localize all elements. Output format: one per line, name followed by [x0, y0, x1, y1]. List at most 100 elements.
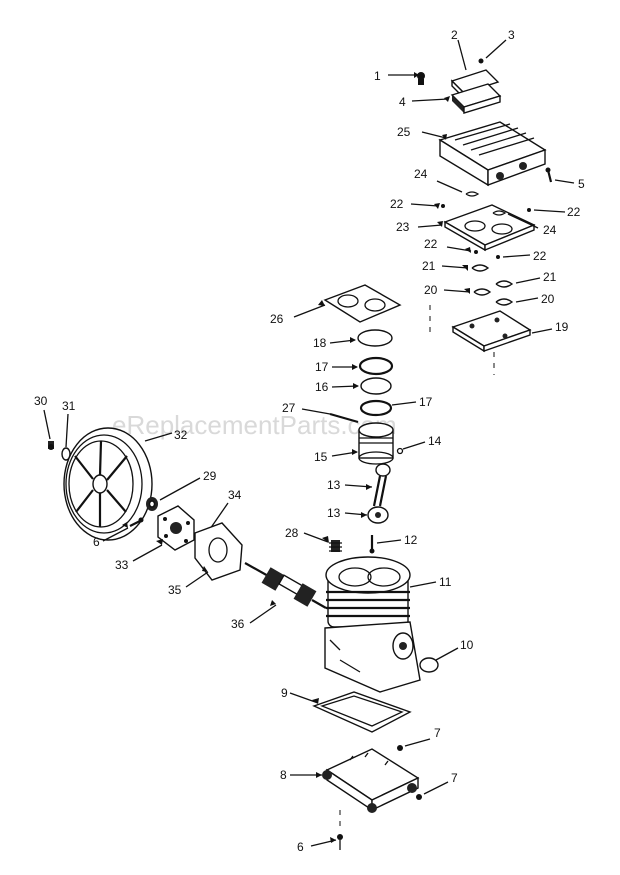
- label-30: 30: [34, 394, 48, 408]
- part-17-ring-lower: [359, 399, 393, 417]
- part-11-cylinder: [325, 556, 411, 628]
- part-18-ring: [357, 329, 393, 347]
- leader-22b: [533, 209, 566, 213]
- label-36: 36: [231, 617, 245, 631]
- part-16-ring: [360, 377, 392, 395]
- part-21-reed-left: [471, 264, 490, 272]
- label-3: 3: [508, 28, 515, 42]
- part-17-ring-upper: [358, 356, 394, 376]
- leader-3: [485, 39, 507, 59]
- label-22a: 22: [390, 197, 404, 211]
- leader-24b: [507, 213, 539, 229]
- label-24a: 24: [414, 167, 428, 181]
- label-17a: 17: [315, 360, 329, 374]
- leader-27: [301, 408, 331, 415]
- leader-7b: [423, 781, 449, 795]
- part-32-flywheel: [63, 427, 153, 541]
- part-20-retainer-right: [495, 298, 514, 306]
- label-1: 1: [374, 69, 381, 83]
- part-crankcase: [324, 621, 421, 693]
- leader-33: [132, 544, 163, 562]
- leader-26: [293, 304, 326, 318]
- label-29: 29: [203, 469, 217, 483]
- label-14: 14: [428, 434, 442, 448]
- part-8-base-plate: [322, 748, 420, 813]
- leader-30: [43, 409, 51, 440]
- leader-36: [249, 604, 277, 624]
- label-22c: 22: [424, 237, 438, 251]
- leader-35: [185, 571, 209, 588]
- leader-9: [289, 692, 319, 704]
- leader-24a: [436, 180, 463, 193]
- label-34: 34: [228, 488, 242, 502]
- leader-21a: [441, 265, 469, 269]
- label-35: 35: [168, 583, 182, 597]
- label-13b: 13: [327, 506, 341, 520]
- part-33-bearing-cover: [157, 505, 195, 551]
- leader-22d: [502, 254, 531, 258]
- label-11: 11: [439, 575, 452, 589]
- part-35-gasket: [194, 522, 243, 581]
- label-10: 10: [460, 638, 474, 652]
- part-19-valve-plate-lower: [451, 310, 532, 353]
- leader-20a: [443, 289, 471, 293]
- part-14-clip: [396, 447, 404, 455]
- part-22-pin-c: [474, 250, 478, 254]
- leader-6a: [102, 527, 129, 542]
- label-25: 25: [397, 125, 411, 139]
- label-18: 18: [313, 336, 327, 350]
- part-7-bolt-lower: [416, 794, 422, 800]
- part-30-nut: [48, 441, 54, 450]
- label-20a: 20: [424, 283, 438, 297]
- label-21b: 21: [543, 270, 557, 284]
- part-21-reed-right: [495, 280, 514, 288]
- part-24-reed-upper: [465, 191, 480, 197]
- label-6a: 6: [93, 535, 100, 549]
- label-28: 28: [285, 526, 299, 540]
- leader-22a: [410, 203, 439, 207]
- leader-28: [303, 532, 329, 543]
- label-19: 19: [555, 320, 569, 334]
- leader-19: [531, 328, 553, 334]
- leader-2: [457, 39, 467, 71]
- leader-5: [554, 179, 575, 184]
- part-28-spring: [329, 540, 342, 552]
- leader-12: [376, 539, 402, 544]
- label-8: 8: [280, 768, 287, 782]
- label-33: 33: [115, 558, 129, 572]
- leader-11: [409, 581, 437, 588]
- label-26: 26: [270, 312, 284, 326]
- part-9-bottom-gasket: [312, 691, 412, 733]
- label-6b: 6: [297, 840, 304, 854]
- label-22d: 22: [533, 249, 547, 263]
- leader-7a: [404, 738, 431, 747]
- part-number-labels: 1 2 3 4 25 5 24 22 22 23 24 22 22 21 21 …: [34, 28, 585, 854]
- label-31: 31: [62, 399, 76, 413]
- part-36-crankshaft: [244, 562, 327, 609]
- leader-25: [421, 131, 447, 139]
- part-13-connecting-rod: [372, 463, 391, 507]
- part-29-oil-seal: [146, 497, 158, 511]
- label-22b: 22: [567, 205, 581, 219]
- label-12: 12: [404, 533, 418, 547]
- label-4: 4: [399, 95, 406, 109]
- label-2: 2: [451, 28, 458, 42]
- leader-21b: [515, 277, 541, 284]
- label-20b: 20: [541, 292, 555, 306]
- label-17b: 17: [419, 395, 433, 409]
- part-25-cylinder-head: [438, 121, 547, 187]
- leader-29: [159, 477, 201, 501]
- leader-4: [411, 98, 449, 102]
- leader-arrowheads: [122, 72, 471, 843]
- watermark-text: eReplacementParts.com: [112, 410, 397, 440]
- part-20-retainer-left: [473, 288, 492, 296]
- part-1-fitting: [417, 72, 425, 85]
- part-27-wrist-pin: [329, 412, 359, 424]
- part-22-pin-d: [496, 255, 500, 259]
- part-26-head-gasket: [323, 284, 402, 323]
- leader-34: [209, 502, 229, 530]
- label-24b: 24: [543, 223, 557, 237]
- leader-23: [417, 224, 443, 228]
- part-3-screw: [478, 58, 484, 64]
